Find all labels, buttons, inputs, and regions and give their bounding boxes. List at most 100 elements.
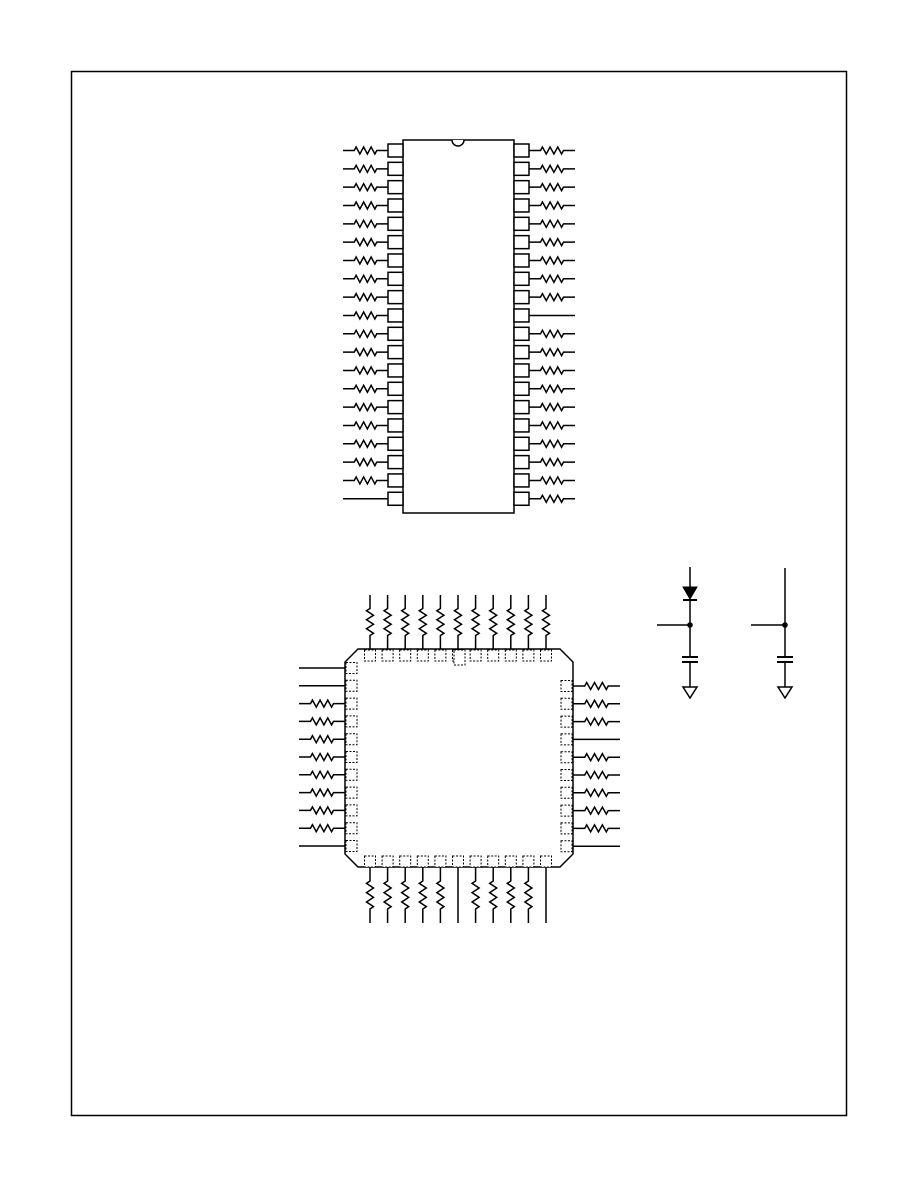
resistor-icon (529, 273, 575, 284)
resistor-icon (417, 867, 428, 923)
dip-pin-right (513, 234, 530, 250)
dip-pin-right (513, 143, 530, 158)
plcc-pin-pad (504, 855, 517, 868)
resistor-icon (382, 595, 393, 649)
resistor-icon (529, 365, 575, 376)
plcc-pin-pad (560, 680, 573, 692)
plcc-pin-pad (399, 855, 412, 868)
dip-pin-left (387, 198, 404, 213)
resistor-icon (529, 383, 575, 394)
plcc-pin-pad (345, 804, 358, 817)
resistor-icon (343, 273, 388, 284)
plcc-pin-pad (345, 786, 358, 799)
plcc-pin-pad (540, 649, 552, 662)
plcc-pin-pad (560, 840, 573, 853)
resistor-icon (343, 438, 388, 449)
resistor-icon (343, 420, 388, 431)
resistor-icon (573, 805, 620, 816)
dip-package-diagram (343, 139, 575, 514)
dip-pin-right (513, 253, 530, 268)
resistor-icon (299, 823, 345, 834)
load-circuits (657, 567, 794, 700)
resistor-icon (343, 475, 388, 486)
resistor-icon (299, 805, 345, 816)
plcc-pin-pad (399, 649, 412, 662)
resistor-icon (343, 402, 388, 413)
dip-pin-right (513, 473, 530, 488)
dip-pin-right (513, 454, 530, 470)
ground-icon (776, 686, 794, 700)
plcc-pin-pad (381, 855, 394, 868)
plcc-pin-pad (345, 662, 358, 674)
resistor-icon (343, 255, 388, 266)
plcc-pin-pad (560, 751, 573, 764)
resistor-icon (529, 420, 575, 431)
plcc-pin-pad (364, 855, 376, 868)
dip-pin-right (513, 289, 530, 305)
resistor-icon (488, 867, 499, 923)
resistor-icon (382, 867, 393, 923)
dip-pin-right (513, 491, 530, 507)
pin1-notch-icon (453, 649, 466, 666)
dip-pin-right (513, 216, 530, 232)
dip-pin-left (387, 418, 404, 433)
resistor-icon (529, 145, 575, 156)
resistor-icon (343, 457, 388, 468)
dip-pin-right (513, 271, 530, 287)
resistor-icon (523, 867, 534, 923)
plcc-pin-pad (469, 855, 482, 868)
resistor-icon (529, 475, 575, 486)
plcc-pin-pad (434, 855, 447, 868)
resistor-icon (343, 218, 388, 229)
dip-pin-left (387, 271, 404, 287)
resistor-icon (365, 867, 375, 923)
resistor-icon (299, 698, 345, 709)
plcc-pin-pad (560, 822, 573, 835)
dip-pin-right (513, 326, 530, 342)
resistor-icon (343, 292, 388, 303)
resistor-icon (343, 200, 388, 211)
dip-pin-left (387, 473, 404, 488)
plcc-pin-pad (345, 733, 358, 746)
resistor-icon (343, 365, 388, 376)
plcc-pin-pad (504, 649, 517, 662)
plcc-pin-pad (364, 649, 376, 662)
resistor-icon (529, 328, 575, 339)
diode-icon (682, 586, 698, 600)
resistor-icon (529, 200, 575, 211)
resistor-icon (573, 769, 620, 781)
resistor-icon (299, 734, 345, 745)
plcc-pin-pad (345, 697, 358, 710)
plcc-pin-pad (487, 649, 500, 662)
plcc-pin-pad (469, 649, 482, 662)
page-border (70, 70, 848, 1117)
resistor-icon (470, 867, 481, 923)
dip-pin-right (513, 198, 530, 213)
dip-pin-right (513, 381, 530, 397)
resistor-icon (529, 163, 575, 174)
resistor-icon (529, 457, 575, 468)
dip-pin-left (387, 216, 404, 232)
resistor-icon (343, 347, 388, 358)
resistor-icon (343, 163, 388, 174)
resistor-icon (529, 237, 575, 248)
resistor-icon (435, 867, 446, 923)
resistor-icon (299, 769, 345, 780)
plcc-pin-pad (540, 855, 552, 868)
dip-pin-left (387, 179, 404, 195)
resistor-icon (573, 787, 620, 798)
resistor-icon (343, 383, 388, 394)
plcc-pin-pad (560, 697, 573, 710)
plcc-body (344, 648, 574, 868)
resistor-icon (529, 218, 575, 229)
dip-pin-left (387, 143, 404, 158)
plcc-pin-pad (560, 733, 573, 746)
plcc-pin-pad (416, 649, 429, 662)
resistor-icon (365, 595, 375, 649)
resistor-icon (505, 867, 516, 923)
dip-pin-right (513, 344, 530, 360)
resistor-icon (299, 751, 345, 763)
dip-pin-left (387, 161, 404, 177)
